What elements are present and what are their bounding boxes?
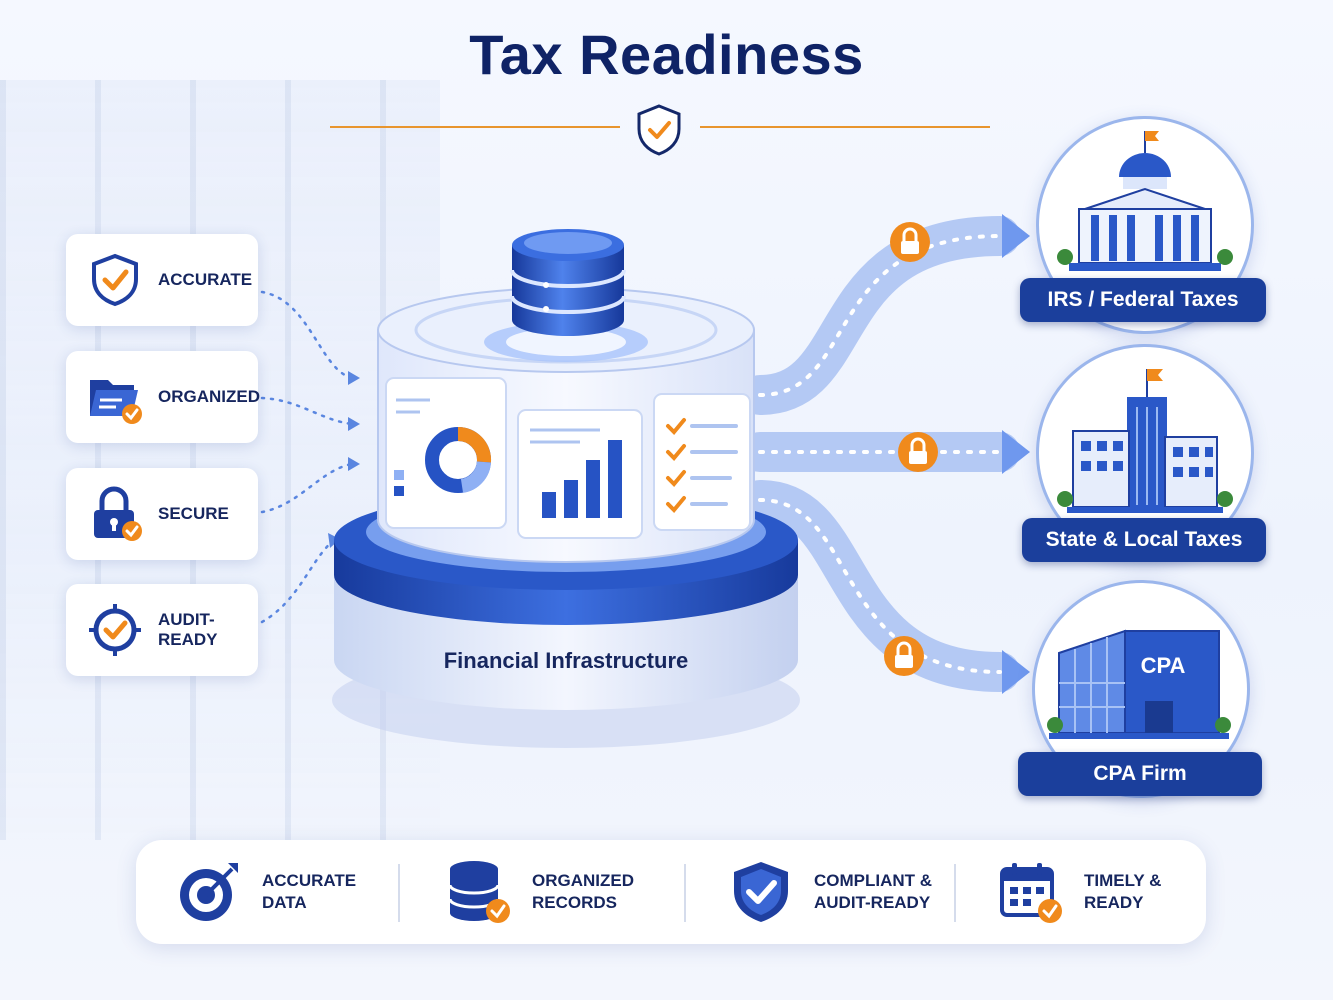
checklist-icon [666, 418, 738, 513]
flow-arrowheads [1002, 214, 1030, 694]
feature-card-audit-ready: AUDIT-READY [66, 584, 258, 676]
calendar-check-icon [1000, 863, 1062, 923]
database-icon [510, 229, 626, 336]
cpa-building-icon: CPA [1047, 629, 1231, 739]
bar-chart-icon [542, 440, 622, 518]
benefit-label: ORGANIZED RECORDS [532, 871, 634, 912]
feature-label: SECURE [158, 504, 229, 523]
destination-label-cpa: CPA Firm [1018, 752, 1262, 796]
feature-label: AUDIT-READY [158, 610, 218, 649]
shield-check-icon [92, 253, 138, 307]
benefit-timely: TIMELY & READY [998, 840, 1214, 944]
padlock-check-icon [94, 486, 142, 541]
divider [398, 864, 400, 922]
database-check-icon [448, 861, 510, 923]
flow-bands [740, 216, 1020, 692]
benefit-accurate-data: ACCURATE DATA [176, 840, 392, 944]
benefit-label: TIMELY & READY [1084, 871, 1162, 912]
benefit-label: COMPLIANT & AUDIT-READY [814, 871, 933, 912]
shield-check-icon [734, 862, 788, 922]
feature-card-organized: ORGANIZED [66, 351, 260, 443]
donut-chart-icon [425, 426, 492, 493]
target-check-icon [89, 604, 141, 656]
divider [954, 864, 956, 922]
capitol-building-icon [1057, 131, 1233, 271]
page-title: Tax Readiness [469, 23, 864, 86]
benefit-label: ACCURATE DATA [262, 871, 357, 912]
feature-card-secure: SECURE [66, 468, 258, 560]
cpa-sign: CPA [1141, 653, 1186, 678]
feature-label: ACCURATE [158, 270, 253, 289]
feature-label: ORGANIZED [158, 387, 260, 406]
shield-check-icon [637, 104, 681, 156]
hub-label: Financial Infrastructure [444, 648, 689, 673]
lock-badge-icon [884, 636, 924, 676]
title-rule-left [330, 126, 620, 128]
folder-check-icon [90, 380, 142, 424]
divider [684, 864, 686, 922]
benefit-compliant: COMPLIANT & AUDIT-READY [728, 840, 944, 944]
target-arrow-icon [180, 863, 238, 921]
lock-badge-icon [898, 432, 938, 472]
benefit-organized-records: ORGANIZED RECORDS [446, 840, 662, 944]
destination-label-irs: IRS / Federal Taxes [1020, 278, 1266, 322]
title-rule-right [700, 126, 990, 128]
lock-badge-icon [890, 222, 930, 262]
benefits-bar: ACCURATE DATA ORGANIZED RECORDS COMPLIAN… [136, 840, 1206, 944]
feature-connectors [260, 290, 354, 624]
financial-infrastructure-hub: Financial Infrastructure [332, 229, 800, 748]
office-building-icon [1057, 369, 1233, 513]
destination-label-state: State & Local Taxes [1022, 518, 1266, 562]
feature-card-accurate: ACCURATE [66, 234, 258, 326]
